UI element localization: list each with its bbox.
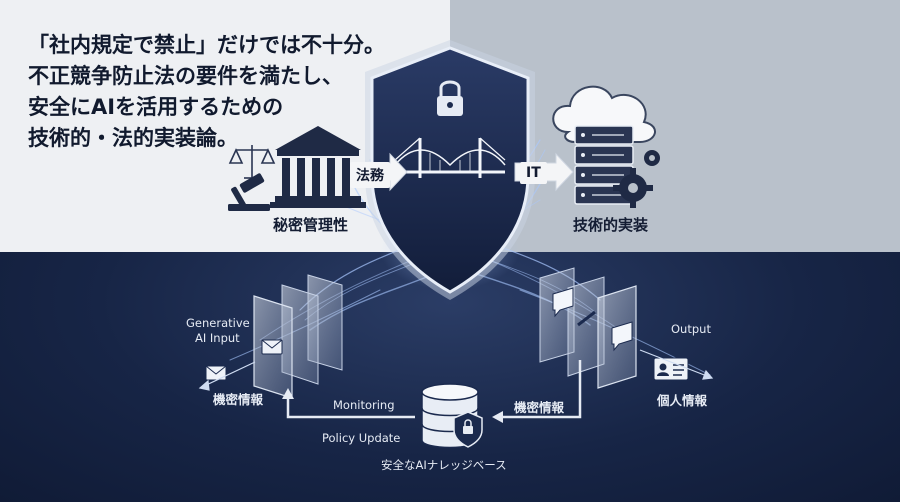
input-title-line2: AI Input <box>195 331 240 345</box>
id-card-icon <box>653 357 689 381</box>
output-arrow <box>639 349 714 380</box>
loop-arrows <box>286 360 582 419</box>
headline-line: 安全にAIを活用するための <box>28 95 284 119</box>
courthouse-icon <box>270 126 366 208</box>
database-caption: 安全なAIナレッジベース <box>381 458 507 472</box>
loop-arrowhead-left <box>492 411 503 423</box>
policy-update-label: Policy Update <box>322 431 401 445</box>
loop-inbound-label: 機密情報 <box>514 400 565 415</box>
bridge-icon <box>394 137 506 178</box>
headline-line: 「社内規定で禁止」だけでは不十分。 <box>28 33 385 57</box>
server-icon <box>574 125 634 205</box>
input-panels <box>253 274 343 399</box>
database-shield-icon <box>453 411 483 448</box>
headline-line: 不正競争防止法の要件を満たし、 <box>28 64 343 88</box>
input-title-line1: Generative <box>186 316 250 330</box>
input-arrows <box>198 361 256 391</box>
envelope-icon <box>205 339 283 381</box>
gear-icon <box>613 150 660 208</box>
loop-arrowhead-up <box>282 388 294 399</box>
it-arrow-label: IT <box>520 162 547 184</box>
shield-icon <box>365 40 535 300</box>
gavel-icon <box>228 173 270 211</box>
padlock-icon <box>437 80 463 116</box>
headline: 「社内規定で禁止」だけでは不十分。 不正競争防止法の要件を満たし、 安全にAIを… <box>28 30 385 154</box>
legal-caption: 秘密管理性 <box>273 216 349 234</box>
it-caption: 技術的実装 <box>573 216 649 234</box>
document-icon <box>552 287 633 352</box>
headline-line: 技術的・法的実装論。 <box>28 126 238 150</box>
scales-icon <box>228 145 276 179</box>
legal-arrow-label: 法務 <box>350 162 390 188</box>
monitoring-label: Monitoring <box>333 398 395 412</box>
input-caption: 機密情報 <box>213 392 264 407</box>
output-title: Output <box>671 322 711 336</box>
output-caption: 個人情報 <box>657 393 708 408</box>
